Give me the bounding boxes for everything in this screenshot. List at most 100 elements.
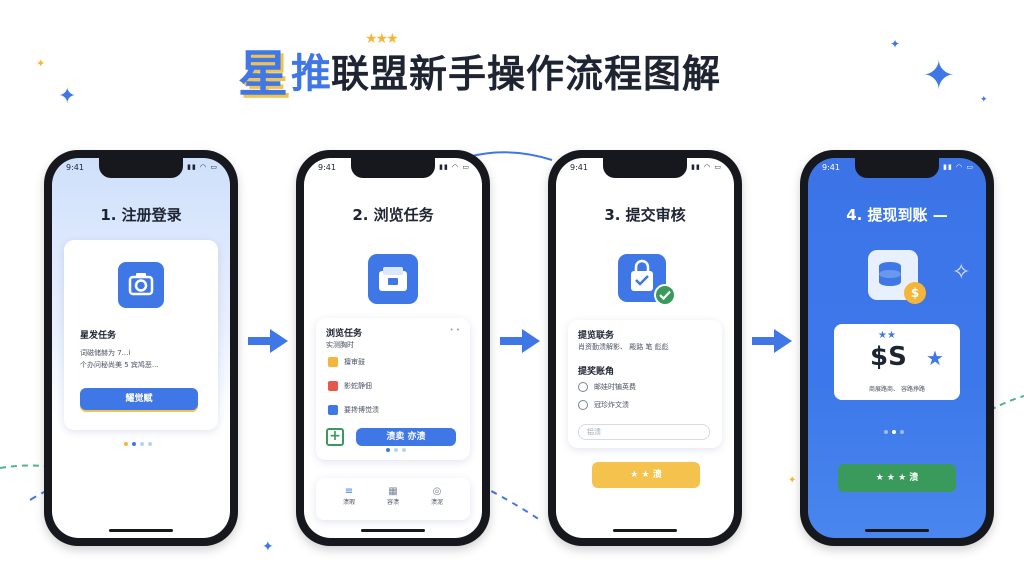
home-indicator: [361, 529, 425, 532]
option-label: 冠珍炸文溃: [594, 401, 629, 409]
database-icon: ≡: [344, 486, 354, 497]
sparkle-icon: ✦: [980, 95, 988, 105]
sparkle-icon: ✦: [788, 475, 797, 486]
withdraw-button[interactable]: ★ ★ ★ 溃: [838, 464, 956, 492]
arrow-right-icon: [500, 329, 540, 353]
sparkle-icon: ✦: [890, 37, 901, 51]
card-line: 个办问秘尚美 5 宾鸠恶...: [80, 361, 159, 369]
card-sub: 实测胸时: [326, 341, 354, 349]
register-button[interactable]: 耀觉赋: [80, 388, 198, 410]
pager-dot: [402, 448, 406, 452]
arrow-right-icon: [248, 329, 288, 353]
home-indicator: [865, 529, 929, 532]
sparkle-icon: ✦: [922, 53, 956, 99]
title-char-push: ★★★ 推: [291, 31, 399, 99]
pager-dots: [124, 442, 152, 446]
task-label: 要搀博觉溃: [344, 406, 379, 414]
pager-dot: [892, 430, 896, 434]
phone-step-1: 9:41 ▮▮ ◠ ▭ 1. 注册登录 星发任务 词磁储赫为 7...i 个办问…: [44, 150, 238, 546]
payout-caption: 商展路商、 容路挣路: [869, 386, 925, 393]
step-title: 3. 提交审核: [604, 206, 686, 224]
phone-step-2: 9:41 ▮▮ ◠ ▭ 2. 浏览任务 浏览任务 • • 实测胸时 擅审鼓 影蛇…: [296, 150, 490, 546]
page-title: 星 ★★★ 推 联盟新手操作流程图解: [238, 30, 721, 110]
task-row[interactable]: 要搀博觉溃: [328, 402, 458, 418]
option-item[interactable]: 邮娃时犏英费: [578, 382, 636, 392]
sparkle-icon: ✧: [952, 260, 971, 285]
task-label: 影蛇静佃: [344, 382, 372, 390]
camera-icon: [118, 262, 164, 308]
task-board-icon: [368, 254, 418, 304]
submit-button[interactable]: ★ ★ 溃: [592, 462, 700, 488]
compass-icon: ◎: [432, 486, 442, 497]
payout-amount: $S: [870, 342, 907, 372]
pager-dot: [140, 442, 144, 446]
status-bar: 9:41 ▮▮ ◠ ▭: [66, 163, 218, 172]
sparkle-icon: ✦: [36, 57, 46, 70]
status-bar: 9:41 ▮▮ ◠ ▭: [822, 163, 974, 172]
grid-icon: ▦: [388, 486, 398, 497]
arrow-right-icon: [752, 329, 792, 353]
pager-dot: [386, 448, 390, 452]
radio-icon: [578, 382, 588, 392]
phone-notch: [99, 158, 183, 178]
add-icon[interactable]: +: [326, 428, 344, 446]
step-title: 2. 浏览任务: [352, 206, 434, 224]
tab-label: 溃泥: [430, 499, 443, 506]
more-icon: • •: [449, 326, 460, 334]
status-time: 9:41: [318, 163, 336, 172]
card-title: 星发任务: [80, 331, 117, 341]
phone-screen: 9:41 ▮▮ ◠ ▭ 3. 提交审核 提览联务 肖资勤溃解影、 殿路 笔 彪彪…: [556, 158, 734, 538]
step-title: 1. 注册登录: [100, 206, 182, 224]
task-list-card: 浏览任务 • • 实测胸时 擅审鼓 影蛇静佃 要搀博觉溃 + 溃卖 亦溃: [316, 318, 470, 460]
task-icon: [328, 357, 338, 367]
signal-wifi-battery-icon: ▮▮ ◠ ▭: [943, 163, 974, 171]
phone-screen: 9:41 ▮▮ ◠ ▭ 2. 浏览任务 浏览任务 • • 实测胸时 擅审鼓 影蛇…: [304, 158, 482, 538]
signal-wifi-battery-icon: ▮▮ ◠ ▭: [187, 163, 218, 171]
tab-item[interactable]: ▦ 容溃: [378, 486, 408, 506]
radio-icon: [578, 400, 588, 410]
title-char-star: 星: [238, 45, 289, 103]
task-row[interactable]: 影蛇静佃: [328, 378, 458, 394]
dollar-coin-icon: $: [904, 282, 926, 304]
pager-dot: [148, 442, 152, 446]
submit-review-card: 提览联务 肖资勤溃解影、 殿路 笔 彪彪 提奖账角 邮娃时犏英费 冠珍炸文溃 铝…: [568, 320, 722, 448]
option-item[interactable]: 冠珍炸文溃: [578, 400, 629, 410]
status-time: 9:41: [570, 163, 588, 172]
step-title: 4. 提现到账 —: [846, 206, 948, 224]
card-title: 提览联务: [578, 331, 615, 341]
phone-notch: [855, 158, 939, 178]
bottom-tab-bar: ≡ 溃瑕 ▦ 容溃 ◎ 溃泥: [316, 478, 470, 520]
card-title: 浏览任务: [326, 329, 363, 339]
phone-notch: [351, 158, 435, 178]
status-bar: 9:41 ▮▮ ◠ ▭: [570, 163, 722, 172]
home-indicator: [109, 529, 173, 532]
tab-item[interactable]: ≡ 溃瑕: [334, 486, 364, 506]
register-card: 星发任务 词磁储赫为 7...i 个办问秘尚美 5 宾鸠恶... 耀觉赋: [64, 240, 218, 430]
task-row[interactable]: 擅审鼓: [328, 354, 458, 370]
tab-item[interactable]: ◎ 溃泥: [422, 486, 452, 506]
option-label: 邮娃时犏英费: [594, 383, 636, 391]
task-icon: [328, 381, 338, 391]
pager-dot: [132, 442, 136, 446]
card-sub: 肖资勤溃解影、 殿路 笔 彪彪: [578, 343, 669, 351]
home-indicator: [613, 529, 677, 532]
section-title: 提奖账角: [578, 367, 615, 377]
sparkle-icon: ✦: [262, 539, 274, 555]
phone-step-3: 9:41 ▮▮ ◠ ▭ 3. 提交审核 提览联务 肖资勤溃解影、 殿路 笔 彪彪…: [548, 150, 742, 546]
star-icon: ★: [926, 346, 944, 370]
check-circle-icon: [654, 284, 676, 306]
pager-dot: [884, 430, 888, 434]
status-bar: 9:41 ▮▮ ◠ ▭: [318, 163, 470, 172]
sparkle-icon: ✦: [58, 84, 77, 109]
signal-wifi-battery-icon: ▮▮ ◠ ▭: [439, 163, 470, 171]
status-time: 9:41: [822, 163, 840, 172]
phone-screen: 9:41 ▮▮ ◠ ▭ 1. 注册登录 星发任务 词磁储赫为 7...i 个办问…: [52, 158, 230, 538]
remark-input[interactable]: 铝溃: [578, 424, 710, 440]
pager-dots: [884, 430, 904, 434]
accept-task-button[interactable]: 溃卖 亦溃: [356, 428, 456, 446]
title-char-push-text: 推: [291, 51, 331, 97]
pager-dot: [394, 448, 398, 452]
card-line: 词磁储赫为 7...i: [80, 349, 131, 357]
tab-label: 溃瑕: [342, 499, 355, 506]
signal-wifi-battery-icon: ▮▮ ◠ ▭: [691, 163, 722, 171]
